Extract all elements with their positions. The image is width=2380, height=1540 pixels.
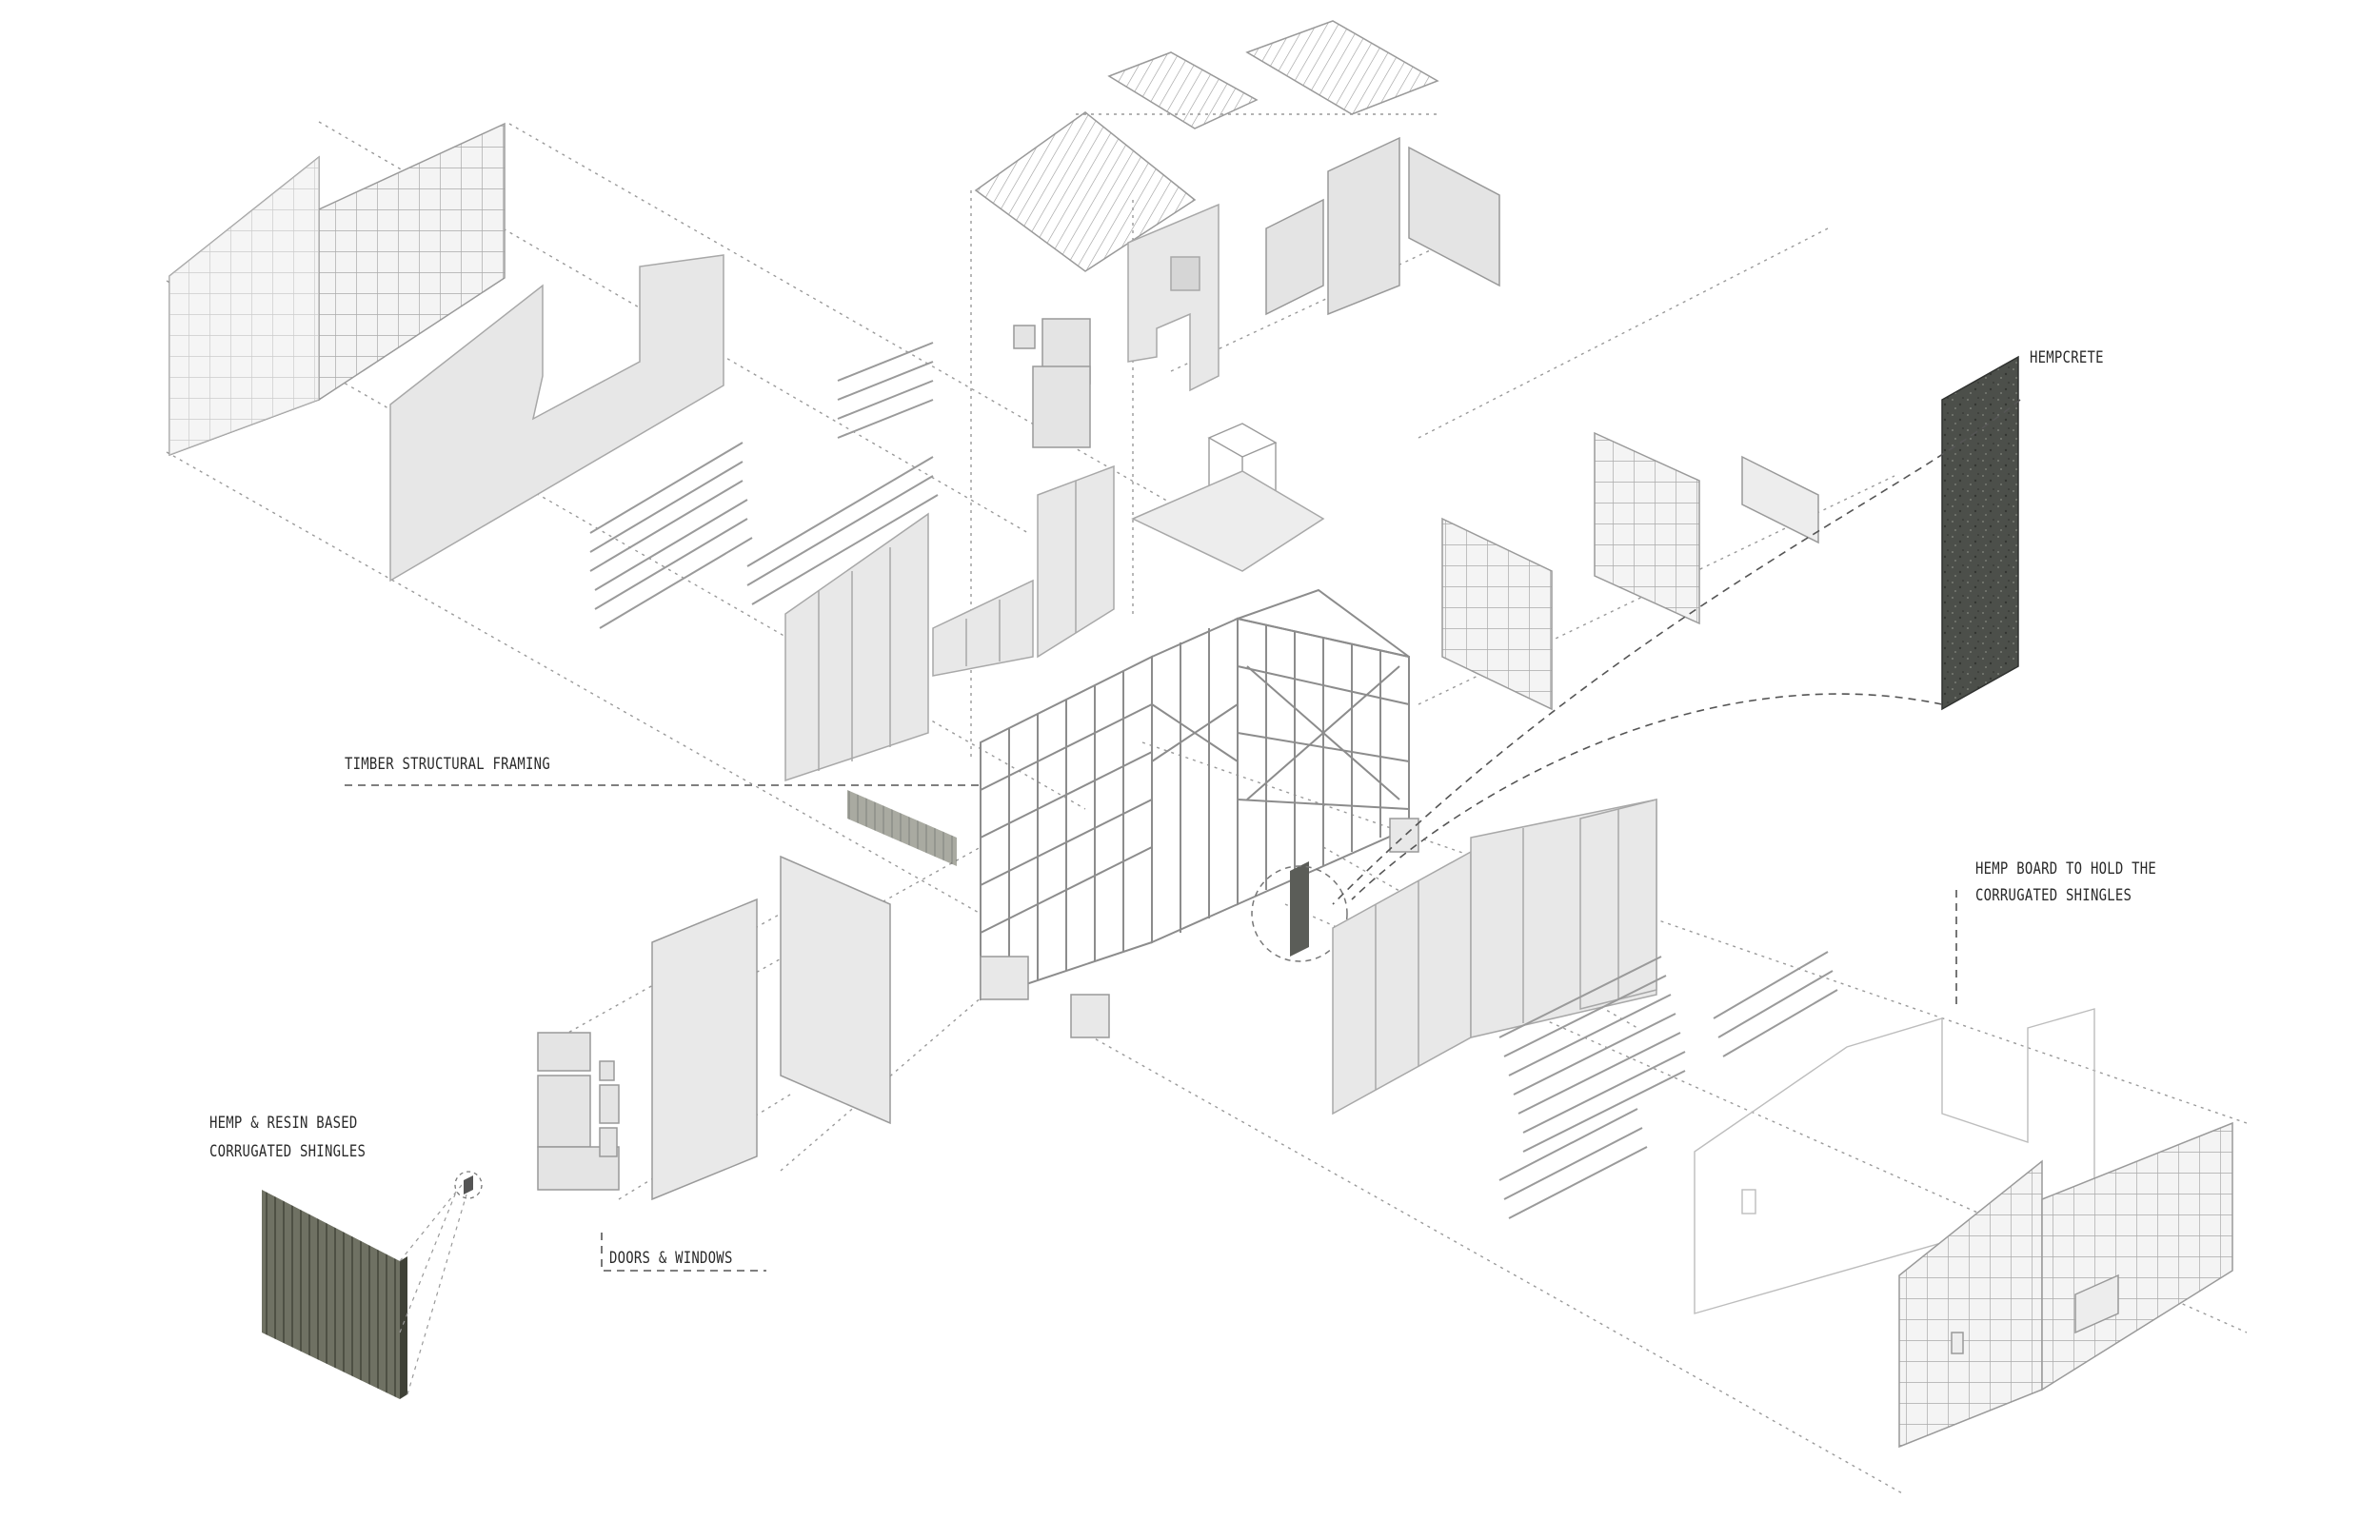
tower-window-frames bbox=[1013, 136, 1500, 448]
right-hemp-board-outline bbox=[1694, 1008, 2095, 1314]
label-hemp-board-line2: CORRUGATED SHINGLES bbox=[1975, 886, 2132, 905]
left-horizontal-battens bbox=[589, 342, 939, 629]
label-hemp-board-line1: HEMP BOARD TO HOLD THE bbox=[1975, 859, 2157, 879]
label-hempcrete: HEMPCRETE bbox=[2030, 348, 2104, 367]
left-hemp-board-panels bbox=[389, 254, 724, 582]
foundation-blocks bbox=[980, 818, 1419, 1038]
label-shingles-line2: CORRUGATED SHINGLES bbox=[209, 1142, 367, 1161]
label-doors-windows: DOORS & WINDOWS bbox=[609, 1249, 733, 1268]
left-end-wall-cladding bbox=[169, 122, 506, 457]
right-grid-panels bbox=[1441, 431, 1819, 711]
label-shingles-line1: HEMP & RESIN BASED bbox=[209, 1114, 358, 1133]
right-end-wall-cladding bbox=[1898, 1121, 2233, 1449]
small-batten-sample bbox=[847, 790, 957, 866]
label-timber-structural-framing: TIMBER STRUCTURAL FRAMING bbox=[345, 755, 550, 774]
right-vertical-siding bbox=[1332, 799, 1657, 1116]
roof-panels bbox=[974, 20, 1439, 272]
tower-end-wall bbox=[1127, 203, 1220, 392]
corrugated-shingle-sample bbox=[262, 1171, 483, 1399]
hempcrete-sample-in-frame bbox=[1251, 861, 1348, 962]
hempcrete-sample-panel bbox=[1941, 355, 2019, 711]
right-horizontal-battens bbox=[1498, 951, 1838, 1219]
window-frame-panels bbox=[651, 855, 891, 1201]
timber-structural-frame bbox=[980, 588, 1410, 1001]
left-vertical-siding bbox=[784, 464, 1115, 782]
floor-opening-panel bbox=[1131, 470, 1325, 572]
door-window-units bbox=[537, 1032, 620, 1191]
annotation-leaders bbox=[345, 399, 2021, 1272]
